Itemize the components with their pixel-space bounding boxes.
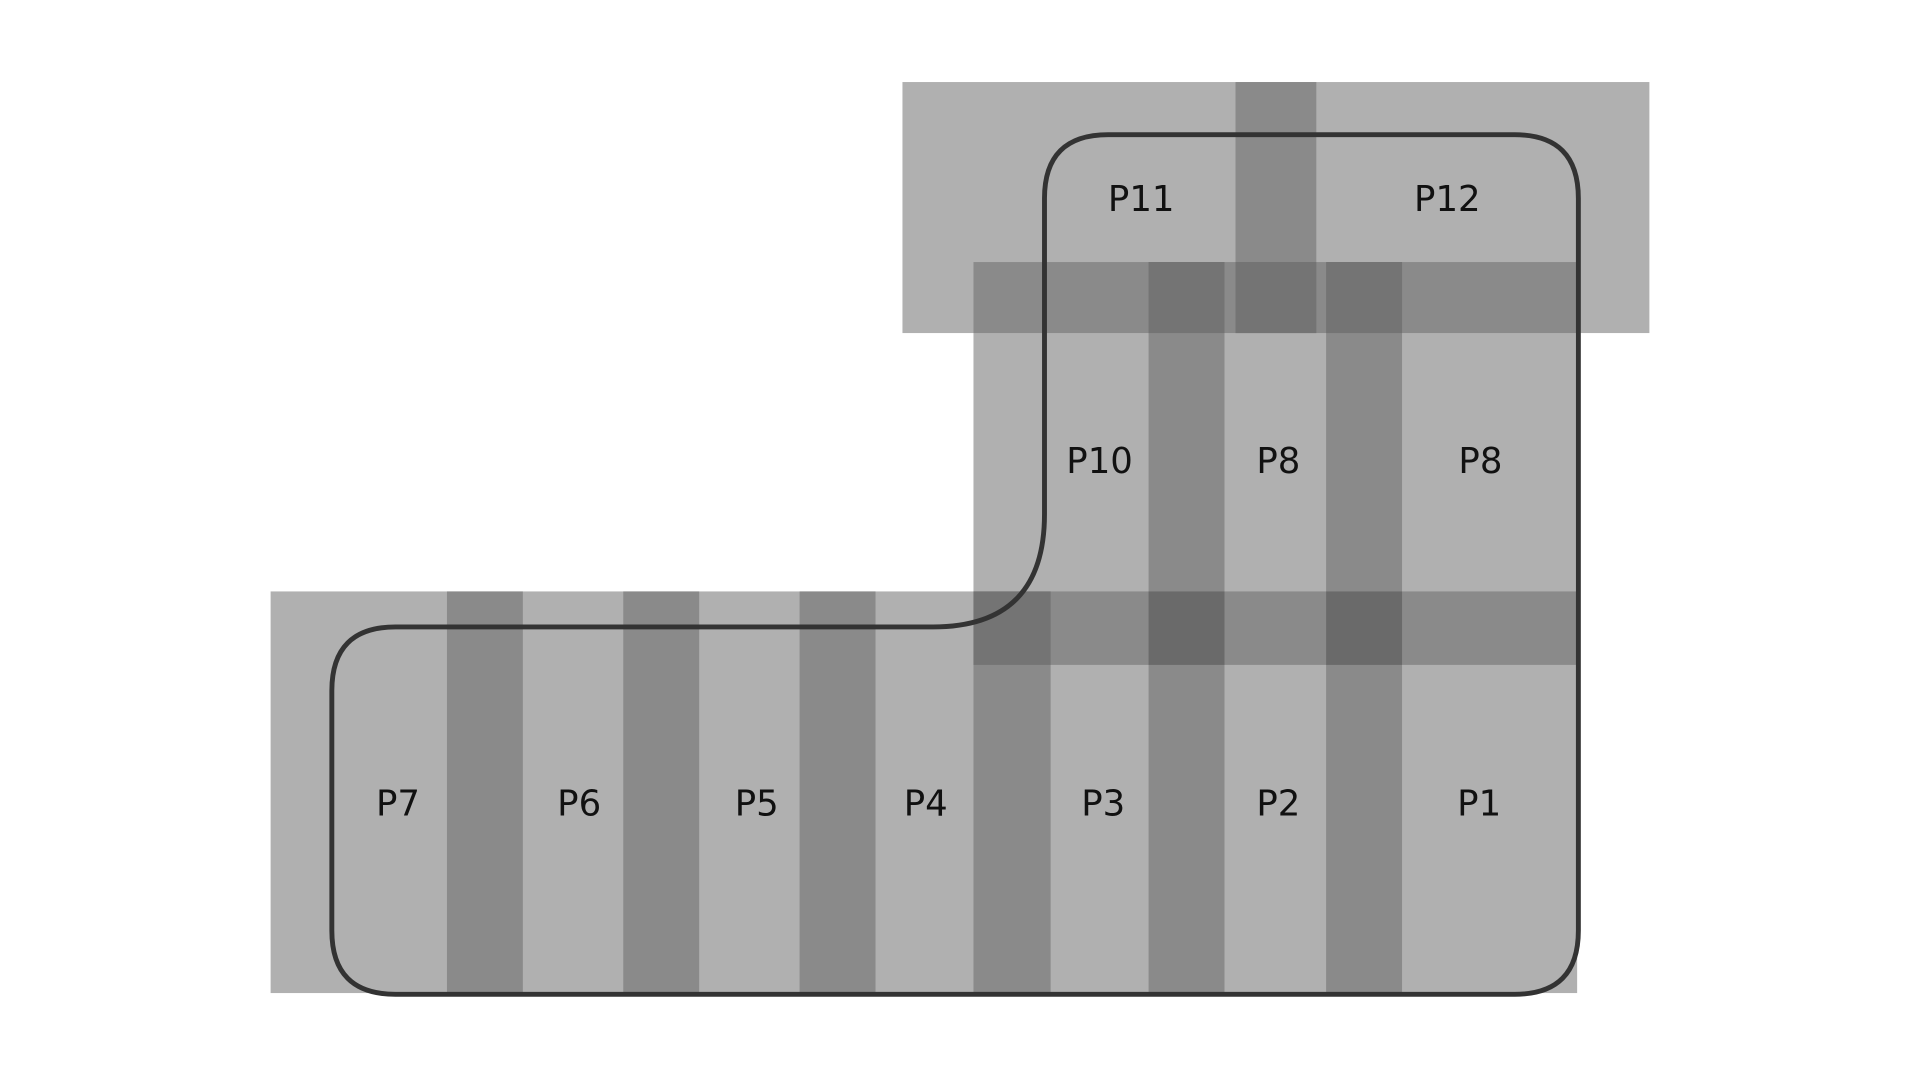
overlap-lower-2 <box>1148 591 1225 665</box>
label-p6: P6 <box>557 784 601 825</box>
label-p7: P7 <box>376 784 420 825</box>
overlap-upper-1 <box>1148 262 1225 334</box>
label-p12: P12 <box>1414 179 1481 220</box>
label-p4: P4 <box>904 784 948 825</box>
label-p5: P5 <box>735 784 779 825</box>
label-p8-left: P8 <box>1256 441 1300 482</box>
vertical-strip-p7-p6 <box>446 591 523 994</box>
vertical-strip-p6-p5 <box>623 591 700 994</box>
label-p8-right: P8 <box>1458 441 1502 482</box>
overlap-lower-3 <box>1326 591 1403 665</box>
vertical-strip-p5-p4 <box>799 591 876 994</box>
overlap-upper-2 <box>1235 262 1317 334</box>
overlap-upper-3 <box>1326 262 1403 334</box>
label-p3: P3 <box>1081 784 1125 825</box>
boundary-outline <box>329 132 1581 997</box>
label-p10: P10 <box>1066 441 1133 482</box>
horizontal-band-lower <box>973 591 1576 665</box>
label-p11: P11 <box>1108 179 1175 220</box>
label-p2: P2 <box>1256 784 1300 825</box>
label-p1: P1 <box>1457 784 1501 825</box>
